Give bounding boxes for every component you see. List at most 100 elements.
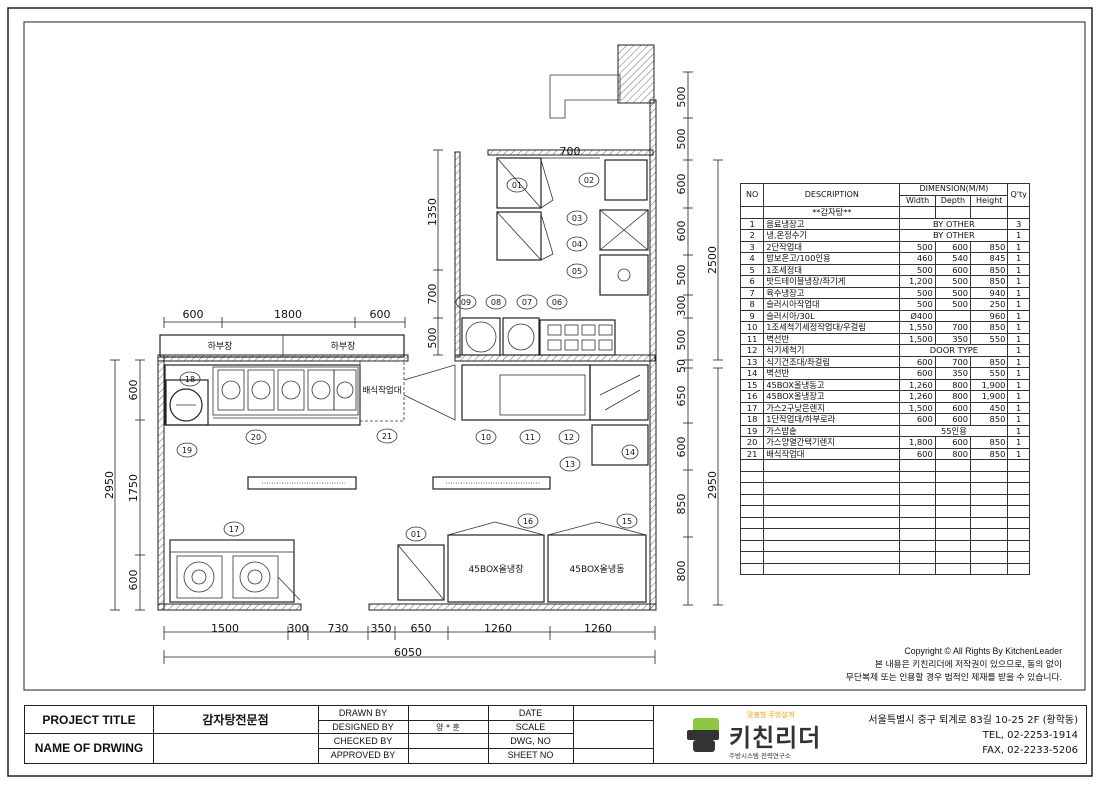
dim-bottom-730: 730 bbox=[328, 622, 349, 635]
freezer-15 bbox=[547, 534, 647, 603]
table-row-empty bbox=[739, 459, 1030, 472]
cell-desc: 음료냉장고 bbox=[763, 217, 901, 230]
project-title: 감자탕전문점 bbox=[202, 713, 269, 727]
callout-14: 14 bbox=[625, 448, 635, 457]
low-range-17 bbox=[169, 539, 295, 603]
cell-q: 1 bbox=[1007, 344, 1030, 357]
drawn-by-label: DRAWN BY bbox=[338, 708, 388, 718]
cell-q: 1 bbox=[1007, 447, 1030, 460]
callout-05: 05 bbox=[572, 267, 582, 276]
callout-16: 16 bbox=[523, 517, 533, 526]
dim-mid-1350: 1350 bbox=[426, 198, 439, 226]
cell-h: 850 bbox=[970, 447, 1009, 460]
callout-04: 04 bbox=[572, 240, 582, 249]
dim-left-600a: 600 bbox=[127, 380, 140, 401]
cell-w: 1,200 bbox=[899, 275, 936, 288]
refrigerator-16-label: 45BOX올냉장 bbox=[469, 564, 524, 575]
cell-w: 1,800 bbox=[899, 436, 936, 449]
dim-right-50: 50 bbox=[675, 359, 688, 373]
dim-mid-700: 700 bbox=[426, 284, 439, 305]
burners-20 bbox=[217, 369, 357, 411]
callout-18: 18 bbox=[185, 375, 195, 384]
cell-d: BY OTHER bbox=[899, 217, 1009, 230]
cell-desc: 1단작업대/하부로라 bbox=[763, 413, 901, 426]
cell-desc: 식기세척기 bbox=[763, 344, 901, 357]
cell-d: 600 bbox=[934, 436, 972, 449]
callouts: 01 02 03 04 05 06 07 08 09 10 11 12 13 1… bbox=[176, 172, 639, 542]
cell-w: 1,550 bbox=[899, 321, 936, 334]
callout-08: 08 bbox=[491, 298, 501, 307]
cell-q: 1 bbox=[1007, 286, 1030, 299]
callout-15: 15 bbox=[622, 517, 632, 526]
callout-21: 21 bbox=[382, 432, 392, 441]
cell-w: 500 bbox=[899, 286, 936, 299]
cell-no: 7 bbox=[739, 286, 765, 299]
cell-no: 10 bbox=[739, 321, 765, 334]
cell-no: 3 bbox=[739, 240, 765, 253]
col-dimension: DIMENSION(M/M) bbox=[899, 183, 1009, 196]
table-row-empty bbox=[739, 505, 1030, 518]
table-row-empty bbox=[739, 562, 1030, 575]
dim-right-2950: 2950 bbox=[706, 471, 719, 499]
cell-d: 600 bbox=[934, 263, 972, 276]
cell-desc: 배식작업대 bbox=[763, 447, 901, 460]
cell-no: 20 bbox=[739, 436, 765, 449]
cell-d: 350 bbox=[934, 332, 972, 345]
company-tel: TEL, 02-2253-1914 bbox=[982, 730, 1078, 741]
cell-d: DOOR TYPE bbox=[899, 344, 1009, 357]
dim-left-600b: 600 bbox=[127, 570, 140, 591]
dim-right-500b: 500 bbox=[675, 129, 688, 150]
cell-d: 600 bbox=[934, 413, 972, 426]
drawing-name-label: NAME OF DRWING bbox=[34, 741, 144, 755]
dim-right-500a: 500 bbox=[675, 87, 688, 108]
cell-h: 850 bbox=[970, 275, 1009, 288]
cell-q: 1 bbox=[1007, 436, 1030, 449]
dim-right-500c: 500 bbox=[675, 265, 688, 286]
cell-d: 800 bbox=[934, 390, 972, 403]
lower-cabinet-label-1: 하부장 bbox=[208, 341, 233, 352]
cell-no: 2 bbox=[739, 229, 765, 242]
cell-no: 18 bbox=[739, 413, 765, 426]
walls bbox=[157, 44, 657, 611]
cell-desc: 벽선반 bbox=[763, 367, 901, 380]
cell-h: 550 bbox=[970, 367, 1009, 380]
callout-13: 13 bbox=[565, 460, 575, 469]
logo-mark-icon bbox=[687, 718, 719, 752]
cell-w: 1,260 bbox=[899, 390, 936, 403]
refrigerator-16 bbox=[447, 534, 545, 603]
designed-by-label: DESIGNED BY bbox=[332, 722, 394, 732]
cell-q: 1 bbox=[1007, 367, 1030, 380]
stock-fridge-07 bbox=[502, 317, 540, 356]
cell-h: 940 bbox=[970, 286, 1009, 299]
cell-h: 1,900 bbox=[970, 390, 1009, 403]
dim-bottom-300: 300 bbox=[288, 622, 309, 635]
serving-table-label: 배식작업대 bbox=[362, 385, 401, 396]
cell-no: 13 bbox=[739, 355, 765, 368]
cell-w: 500 bbox=[899, 263, 936, 276]
cell-q: 1 bbox=[1007, 321, 1030, 334]
beverage-fridge-2 bbox=[496, 211, 542, 261]
cell-no: 8 bbox=[739, 298, 765, 311]
col-height: Height bbox=[970, 194, 1009, 207]
dim-top-600b: 600 bbox=[370, 308, 391, 321]
dim-right-600a: 600 bbox=[675, 174, 688, 195]
cell-d: 600 bbox=[934, 240, 972, 253]
cell-w: 600 bbox=[899, 447, 936, 460]
cell-w: 1,500 bbox=[899, 401, 936, 414]
dim-right-2500: 2500 bbox=[706, 246, 719, 274]
cell-d: BY OTHER bbox=[899, 229, 1009, 242]
bat-table-06 bbox=[539, 319, 616, 356]
cell-d: 800 bbox=[934, 447, 972, 460]
cell-q: 1 bbox=[1007, 240, 1030, 253]
hood-right bbox=[432, 476, 551, 490]
copyright-line2: 본 내용은 키친리더에 저작권이 있으므로, 동의 없이 bbox=[874, 659, 1062, 669]
dimensions-mid: 1350 700 500 bbox=[426, 149, 443, 356]
dim-right-300: 300 bbox=[675, 296, 688, 317]
serving-table bbox=[359, 360, 405, 422]
col-depth: Depth bbox=[934, 194, 972, 207]
